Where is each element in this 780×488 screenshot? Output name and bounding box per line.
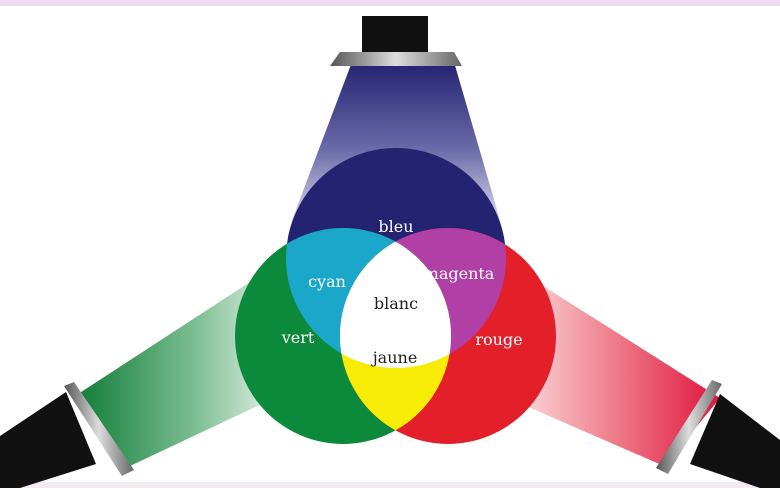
- label-magenta: magenta: [424, 264, 495, 283]
- top-projector: [330, 16, 462, 66]
- label-blanc: blanc: [374, 294, 418, 313]
- label-cyan: cyan: [308, 272, 346, 291]
- label-jaune: jaune: [371, 348, 418, 367]
- label-bleu: bleu: [378, 217, 413, 236]
- label-vert: vert: [281, 328, 315, 347]
- rgb-light-diagram: bleu cyan magenta blanc vert rouge jaune: [0, 6, 780, 488]
- label-rouge: rouge: [475, 330, 522, 349]
